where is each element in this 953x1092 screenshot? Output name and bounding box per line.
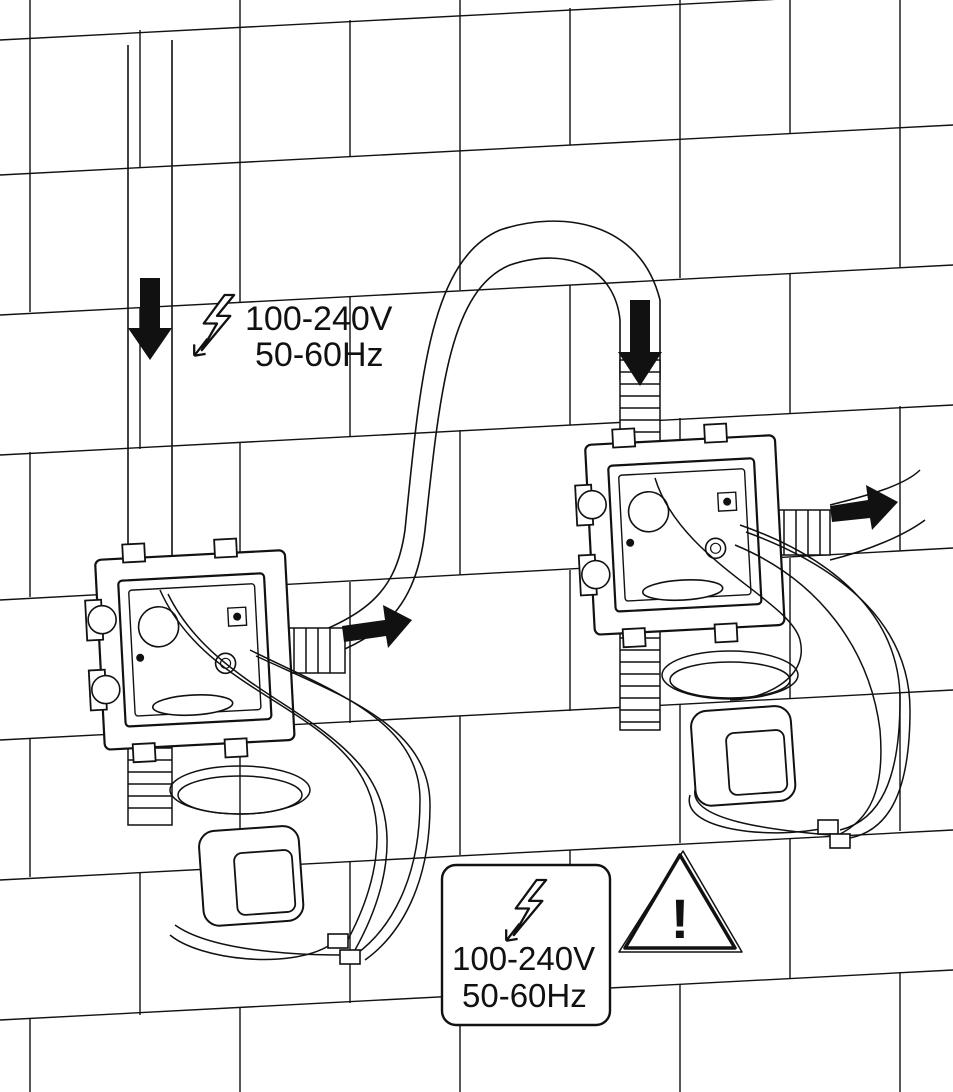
top-frequency-text: 50-60Hz bbox=[255, 336, 384, 374]
top-voltage-label: 100-240V 50-60Hz bbox=[193, 293, 393, 374]
switch-module-left bbox=[198, 825, 305, 927]
arrow-down-left bbox=[128, 278, 172, 360]
wire-connector bbox=[817, 819, 839, 835]
conduit-exit bbox=[829, 469, 926, 561]
top-voltage-text: 100-240V bbox=[245, 300, 393, 338]
switch-module-right bbox=[690, 705, 797, 807]
junction-box-left bbox=[81, 534, 297, 766]
arrow-down-right bbox=[618, 300, 662, 386]
arrow-right-left-box bbox=[342, 605, 412, 648]
bottom-voltage-label: 100-240V 50-60Hz bbox=[440, 863, 612, 1027]
wires-left bbox=[159, 589, 431, 961]
wires-right bbox=[654, 477, 911, 839]
bottom-voltage-text: 100-240V bbox=[452, 940, 595, 977]
wire-connector bbox=[327, 933, 349, 949]
bottom-frequency-text: 50-60Hz bbox=[462, 977, 587, 1014]
arrow-right-right-box bbox=[830, 485, 898, 530]
wire-connector bbox=[829, 833, 851, 849]
wire-connector bbox=[339, 949, 361, 965]
warning-triangle-icon: ! bbox=[618, 850, 743, 953]
warning-symbol: ! bbox=[671, 887, 690, 950]
